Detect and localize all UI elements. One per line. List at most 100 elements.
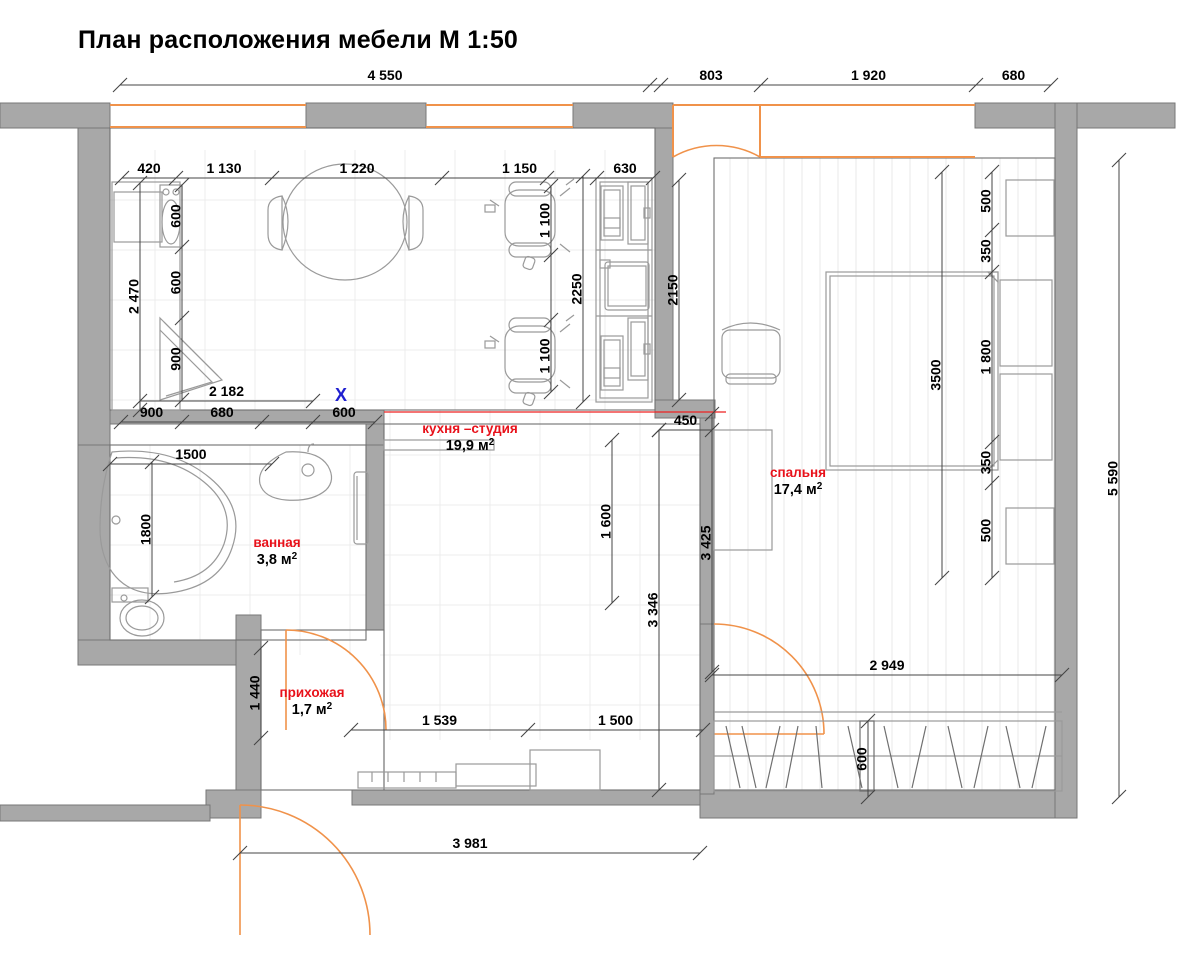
dimension-tick (264, 170, 280, 186)
door-bedroom-top-arc (672, 144, 761, 158)
office-chair-1 (484, 178, 575, 271)
dimension-chain-desk_vertical_2250: 2250 (569, 168, 591, 410)
dimension-tick (984, 222, 1000, 238)
dimension-tick (132, 175, 148, 191)
dimension-tick (174, 414, 190, 430)
nightstand-bottom (1005, 507, 1055, 565)
dimension-label: 1 539 (422, 712, 457, 728)
room-name: кухня –студия (422, 421, 518, 436)
room-area: 17,4 м2 (774, 481, 823, 499)
mirror-cabinet (353, 471, 369, 545)
bedroom-left-cabinet (713, 429, 773, 551)
dimension-label: 600 (332, 404, 356, 420)
counter-left (111, 181, 181, 411)
dimension-label: 5 590 (1105, 461, 1121, 496)
dimension-tick (589, 170, 605, 186)
dimension-label: 1 440 (247, 675, 263, 710)
dimension-chain-bottom_3981: 3 981 (232, 835, 708, 861)
dimension-label: 630 (613, 160, 637, 176)
dimension-label: 1 800 (978, 339, 994, 374)
dimension-label: 2 470 (126, 279, 142, 314)
dimension-tick (543, 178, 559, 194)
wardrobe-right-bottom (999, 373, 1053, 461)
shelf-top (627, 181, 649, 245)
dimension-tick (253, 730, 269, 746)
windows (110, 104, 975, 158)
dimension-tick (144, 589, 160, 605)
dimension-label: 1800 (138, 514, 154, 545)
furniture-hallway (357, 439, 601, 791)
dimension-tick (653, 77, 669, 93)
dimension-tick (692, 845, 708, 861)
dimension-label: 3 425 (698, 525, 714, 560)
dimension-label: 1500 (175, 446, 206, 462)
dimension-label: 350 (978, 451, 994, 475)
dining-table (282, 163, 408, 281)
dimension-tick (367, 414, 383, 430)
dimension-tick (984, 570, 1000, 586)
dimension-tick (704, 422, 720, 438)
room-area: 3,8 м2 (257, 551, 298, 569)
dimension-label: 1 100 (537, 338, 553, 373)
dimension-tick (934, 570, 950, 586)
dimension-chain-vertical_3346: 3 346 (645, 422, 667, 798)
dimension-tick (305, 414, 321, 430)
dimension-tick (114, 170, 130, 186)
page-title: План расположения мебели М 1:50 (78, 26, 519, 54)
dimension-chain-wardrobe_600: 600 (854, 713, 876, 805)
dimension-tick (934, 164, 950, 180)
dimension-tick (434, 170, 450, 186)
dimension-tick (604, 432, 620, 448)
dimension-label: 1 500 (598, 712, 633, 728)
dimension-tick (642, 77, 658, 93)
dimension-tick (575, 394, 591, 410)
dimension-label: 3500 (928, 359, 944, 390)
washbasin (258, 451, 333, 501)
dimension-chain-bathroom_1500: 1500 (102, 446, 280, 472)
dimension-tick (984, 264, 1000, 280)
dimension-tick (264, 456, 280, 472)
room-name: ванная (253, 535, 300, 550)
dimension-tick (651, 782, 667, 798)
dimension-tick (520, 722, 536, 738)
wall-hall-bottom (205, 789, 262, 819)
wall-bottom-main (351, 789, 715, 806)
dimension-tick (253, 640, 269, 656)
dimension-tick (575, 168, 591, 184)
dimension-tick (704, 667, 720, 683)
dimension-tick (1111, 152, 1127, 168)
hall-cabinet (383, 439, 495, 451)
dimension-label: 1 130 (206, 160, 241, 176)
dimension-label: 680 (210, 404, 234, 420)
dimension-tick (1054, 667, 1070, 683)
dimension-chain-chairs_vertical: 1 100 1 100 (537, 178, 559, 400)
dimension-tick (984, 164, 1000, 180)
wall-bath-right (365, 444, 385, 631)
dimension-label: 500 (978, 519, 994, 543)
monitor-bottom (600, 335, 624, 391)
wall-bath-bottom (77, 639, 237, 666)
dimension-label: 1 100 (537, 203, 553, 238)
dimension-label: 3 346 (645, 592, 661, 627)
dimension-tick (543, 312, 559, 328)
wardrobe-hanger-marks (725, 720, 1047, 792)
dimension-label: 1 150 (502, 160, 537, 176)
dimension-label: 600 (854, 747, 870, 771)
dimension-tick (671, 172, 687, 188)
printer-mid (604, 261, 650, 311)
dimension-tick (604, 595, 620, 611)
dimension-tick (671, 392, 687, 408)
dimension-tick (174, 177, 190, 193)
dimension-label: 4 550 (367, 67, 402, 83)
dimension-chain-bathroom_1800: 1800 (138, 454, 160, 605)
dimension-tick (1043, 77, 1059, 93)
dimension-tick (174, 239, 190, 255)
